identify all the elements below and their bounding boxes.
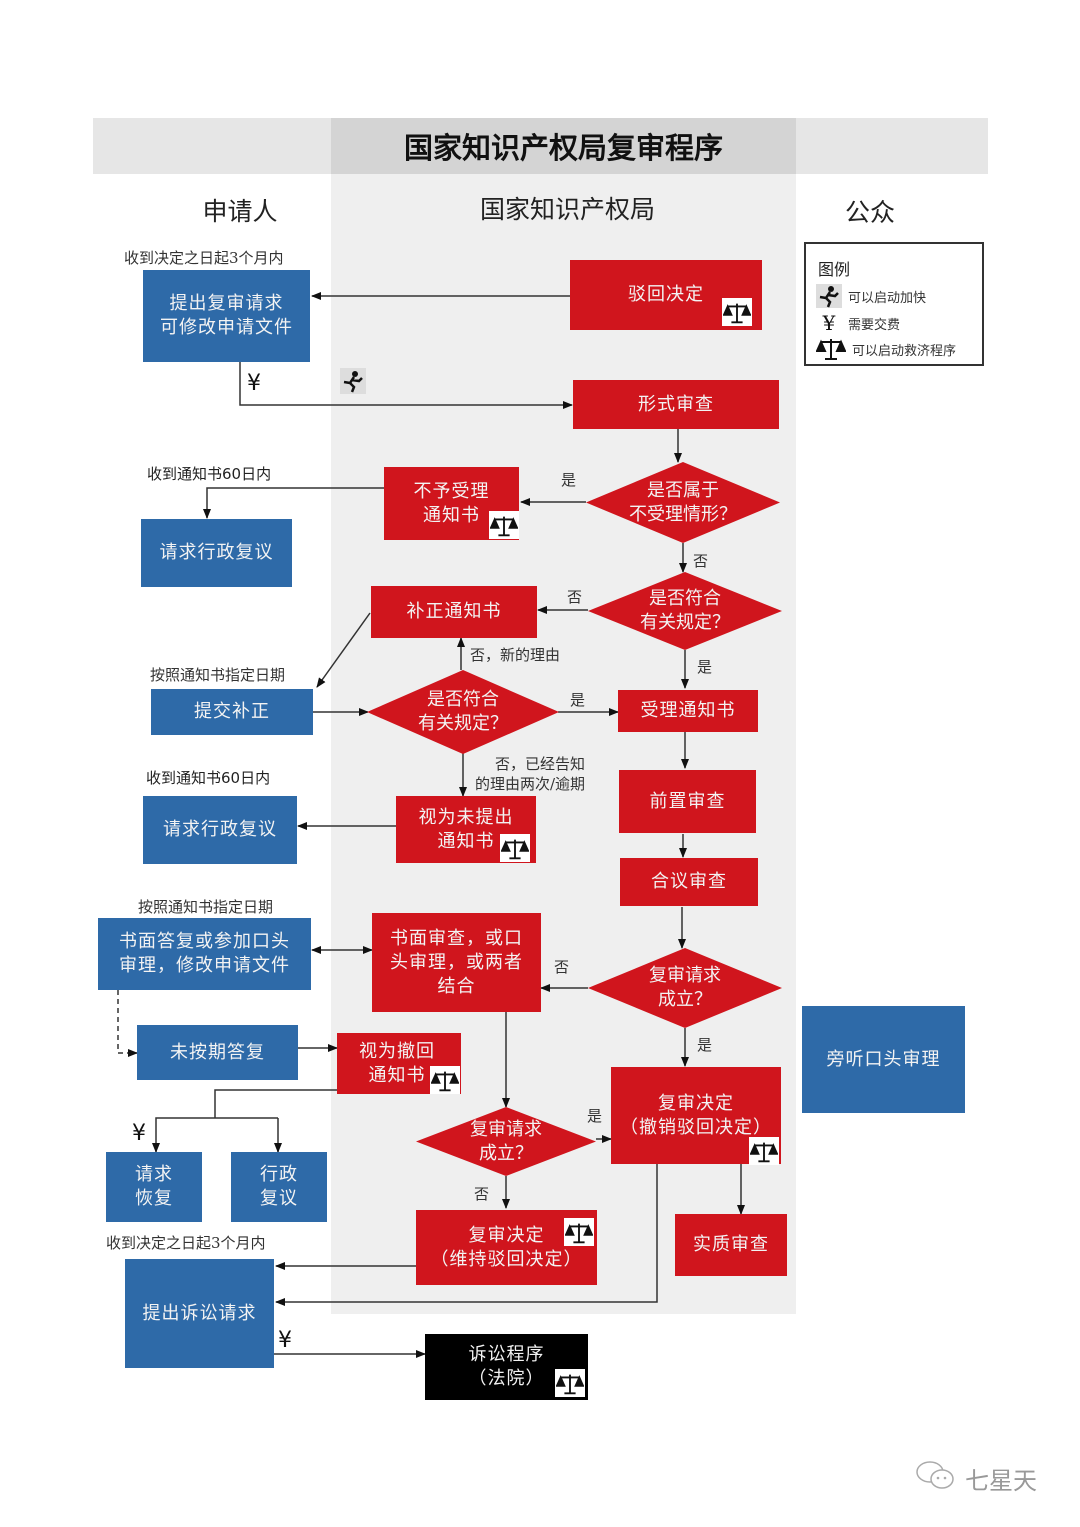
node-no-timely-reply: 未按期答复 <box>137 1025 298 1080</box>
node-submit-correction: 提交补正 <box>151 689 313 735</box>
node-written-reply: 书面答复或参加口头 审理，修改申请文件 <box>98 918 311 990</box>
note-within-60-days: 收到通知书60日内 <box>147 465 272 483</box>
decision-complies: 是否符合 有关规定？ <box>588 572 782 650</box>
node-admin-review: 行政 复议 <box>231 1152 327 1222</box>
node-substantive-exam: 实质审查 <box>675 1214 787 1276</box>
scale-icon <box>749 1137 779 1165</box>
watermark: 七星天 <box>915 1460 1037 1496</box>
edge-label-no: 否 <box>554 958 570 976</box>
decision-text: 复审请求 成立？ <box>470 1118 542 1164</box>
legend-item-remedy: 可以启动救济程序 <box>815 337 957 361</box>
edge-label-no: 否 <box>567 588 583 606</box>
node-request-restore: 请求 恢复 <box>106 1152 202 1222</box>
edge-label-yes: 是 <box>587 1107 603 1125</box>
edge-branch-restore <box>152 1117 278 1153</box>
edge-withdrawn-branch <box>214 1089 337 1118</box>
watermark-text: 七星天 <box>965 1466 1037 1495</box>
node-deemed-not-filed-notice: 视为未提出 通知书 <box>396 796 536 863</box>
node-file-reexam-request: 提出复审请求 可修改申请文件 <box>143 270 310 362</box>
edge-label-yes: 是 <box>570 691 586 709</box>
edge-label-yes: 是 <box>697 658 713 676</box>
scale-icon <box>722 298 752 326</box>
legend: 图例 可以启动加快 ¥ 需要交费 可以启动救济程序 <box>804 242 984 366</box>
note-within-3-months: 收到决定之日起3个月内 <box>124 249 284 267</box>
scale-icon <box>430 1066 460 1094</box>
node-pre-exam: 前置审查 <box>619 770 756 833</box>
scale-icon <box>500 834 530 862</box>
yen-icon: ¥ <box>822 311 836 335</box>
lane-header-cnipa: 国家知识产权局 <box>479 195 655 224</box>
note-by-notice-date: 按照通知书指定日期 <box>150 666 286 684</box>
edge-notaccept-to-review <box>203 487 384 519</box>
yen-icon: ¥ <box>132 1121 146 1146</box>
page-title: 国家知识产权局复审程序 <box>403 131 723 165</box>
scale-icon <box>564 1218 594 1246</box>
runner-icon <box>816 284 842 308</box>
decision-text: 是否符合 有关规定？ <box>418 689 508 734</box>
node-written-or-oral-exam: 书面审查，或口 头审理，或两者 结合 <box>372 913 541 1012</box>
lane-header-public: 公众 <box>844 198 895 227</box>
decision-text: 复审请求 成立？ <box>649 965 721 1010</box>
note-within-60-days: 收到通知书60日内 <box>146 769 271 787</box>
edge-correction-to-submit <box>316 612 371 688</box>
decision-text: 是否属于 不受理情形？ <box>629 479 737 525</box>
decision-request-valid: 复审请求 成立？ <box>416 1107 596 1176</box>
edge-label-no: 否 <box>693 552 709 570</box>
node-litigation-court: 诉讼程序 （法院） <box>425 1334 588 1400</box>
legend-label: 需要交费 <box>848 317 901 333</box>
node-file-lawsuit: 提出诉讼请求 <box>125 1259 274 1368</box>
edge-label-yes: 是 <box>697 1036 713 1054</box>
legend-label: 可以启动加快 <box>848 290 927 306</box>
edge-reexam-to-formal <box>239 362 573 409</box>
decision-request-valid: 复审请求 成立？ <box>588 948 782 1028</box>
scale-icon <box>555 1369 585 1397</box>
edge-label-no-twice-overdue: 否，已经告知 的理由两次/逾期 <box>475 755 586 793</box>
node-panel-exam: 合议审查 <box>620 858 758 906</box>
edge-revoke-to-lawsuit <box>275 1164 658 1306</box>
scale-icon <box>815 337 847 361</box>
lane-header-applicant: 申请人 <box>202 197 278 226</box>
node-correction-notice: 补正通知书 <box>371 586 537 638</box>
note-within-3-months: 收到决定之日起3个月内 <box>106 1234 266 1252</box>
wechat-icon <box>915 1460 957 1496</box>
note-by-notice-date: 按照通知书指定日期 <box>138 898 274 916</box>
yen-icon: ¥ <box>278 1328 292 1353</box>
node-attend-hearing: 旁听口头审理 <box>802 1006 965 1113</box>
decision-text: 是否符合 有关规定？ <box>640 588 730 633</box>
scale-icon <box>489 511 519 539</box>
edge-label-no: 否 <box>474 1185 490 1203</box>
legend-title: 图例 <box>818 260 851 279</box>
decision-is-not-acceptable: 是否属于 不受理情形？ <box>586 462 780 543</box>
node-formal-exam: 形式审查 <box>573 380 779 429</box>
runner-icon <box>340 368 366 394</box>
node-admin-review: 请求行政复议 <box>141 519 292 587</box>
edge-label-yes: 是 <box>561 471 577 489</box>
node-decision-maintain: 复审决定 （维持驳回决定） <box>416 1210 597 1285</box>
node-accept-notice: 受理通知书 <box>618 690 758 732</box>
title-band-center <box>331 118 796 174</box>
edge-label-no-new-reason: 否，新的理由 <box>470 646 561 664</box>
legend-label: 可以启动救济程序 <box>852 343 957 359</box>
legend-item-expedite: 可以启动加快 <box>816 284 926 308</box>
legend-item-fee: ¥ 需要交费 <box>816 311 900 335</box>
edge-reply-to-noreply <box>117 990 138 1057</box>
decision-complies: 是否符合 有关规定？ <box>367 670 559 754</box>
node-admin-review: 请求行政复议 <box>143 796 297 864</box>
yen-icon: ¥ <box>247 371 261 396</box>
